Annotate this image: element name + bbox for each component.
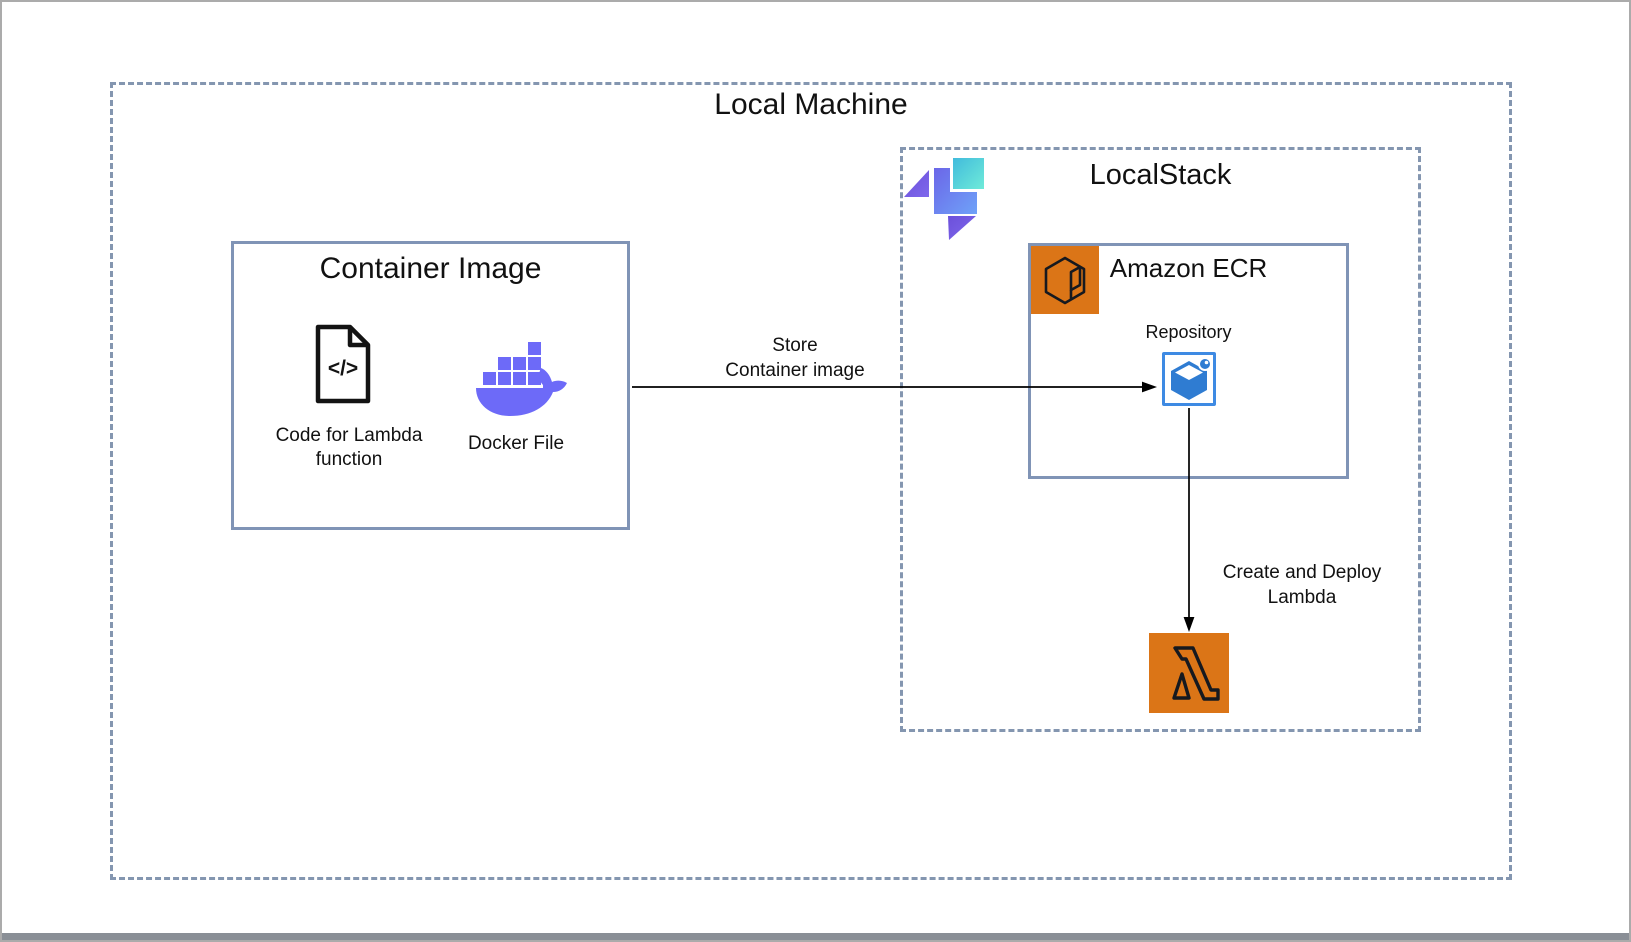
container-image-title: Container Image — [319, 252, 542, 285]
code-glyph-text: </> — [328, 357, 358, 380]
docker-icon — [473, 340, 573, 418]
docker-file-label: Docker File — [467, 433, 565, 454]
store-arrow-label: Store Container image — [725, 335, 865, 381]
localstack-box — [900, 147, 1421, 732]
lambda-icon — [1149, 633, 1229, 713]
amazon-ecr-title: Amazon ECR — [1109, 253, 1268, 283]
code-file-label: Code for Lambda function — [275, 425, 423, 470]
local-machine-title: Local Machine — [714, 88, 908, 121]
deploy-arrow-label: Create and Deploy Lambda — [1222, 562, 1382, 608]
local-machine-box — [110, 82, 1512, 880]
localstack-logo-icon — [899, 152, 989, 247]
ecr-repository-icon — [1162, 352, 1216, 406]
ecr-service-icon — [1031, 246, 1099, 314]
repository-label: Repository — [1145, 322, 1232, 342]
code-file-icon: </> — [312, 322, 374, 406]
localstack-title: LocalStack — [1089, 159, 1232, 191]
window-bottom-edge — [2, 933, 1629, 940]
